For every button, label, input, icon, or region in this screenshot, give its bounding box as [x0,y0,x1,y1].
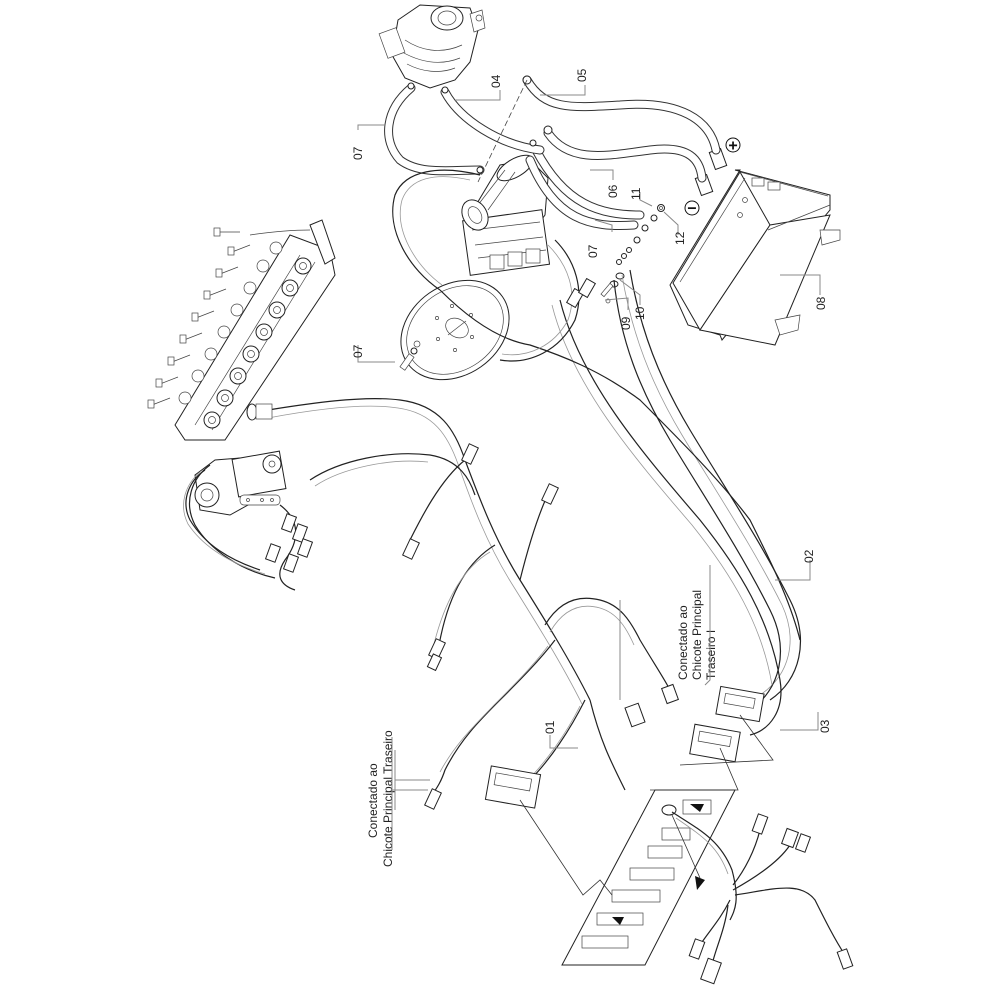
callout-10: 09 [619,316,633,330]
callout-11: 10 [633,306,647,320]
callout-12: 11 [629,187,643,200]
callout-09: 08 [814,296,828,310]
callout-03: 03 [818,719,832,733]
callout-07b: 07 [586,244,600,258]
callout-05: 05 [575,68,589,82]
hydraulic-valve-assembly [183,450,314,591]
callout-04: 04 [489,74,503,88]
leader-lines [357,85,821,810]
callout-02: 02 [802,549,816,563]
harness-upper-loop [392,169,801,641]
callout-01: 01 [543,720,557,734]
flywheel [399,279,510,381]
harness-connectors [402,277,680,810]
note-line-3: Traseiro I [704,630,718,680]
positive-label: + [728,138,737,155]
callout-08: 07 [351,344,365,358]
panel-pigtail-harness [671,811,854,985]
negative-terminal-symbol: − [684,200,700,218]
callout-13: 12 [673,231,687,245]
panel-connectors [484,685,774,896]
callout-06: 06 [606,184,620,198]
note-line-2: Chicote Principal [690,590,704,680]
starter-motor [461,154,551,276]
harness-02 [551,269,801,736]
positive-terminal-symbol: + [725,137,741,155]
note-rear-main-harness-i: Conectado ao Chicote Principal Traseiro … [676,565,718,686]
battery [669,169,841,346]
battery-cables [384,75,721,230]
note-rear-main-harness: Conectado ao Chicote Principal Traseiro [366,730,428,867]
note-line-1: Conectado ao [366,763,380,838]
solenoid-valve-bank [147,219,336,441]
callout-labels: 04 05 07 06 11 12 07 09 10 08 07 02 03 0… [351,68,832,734]
note-line-2: Chicote Principal Traseiro [381,730,395,867]
hardware-fasteners [600,204,665,304]
alternator [378,4,486,89]
callout-07a: 07 [351,146,365,160]
control-panel-plate [561,789,736,966]
note-line-1: Conectado ao [676,605,690,680]
negative-label: − [687,201,696,218]
